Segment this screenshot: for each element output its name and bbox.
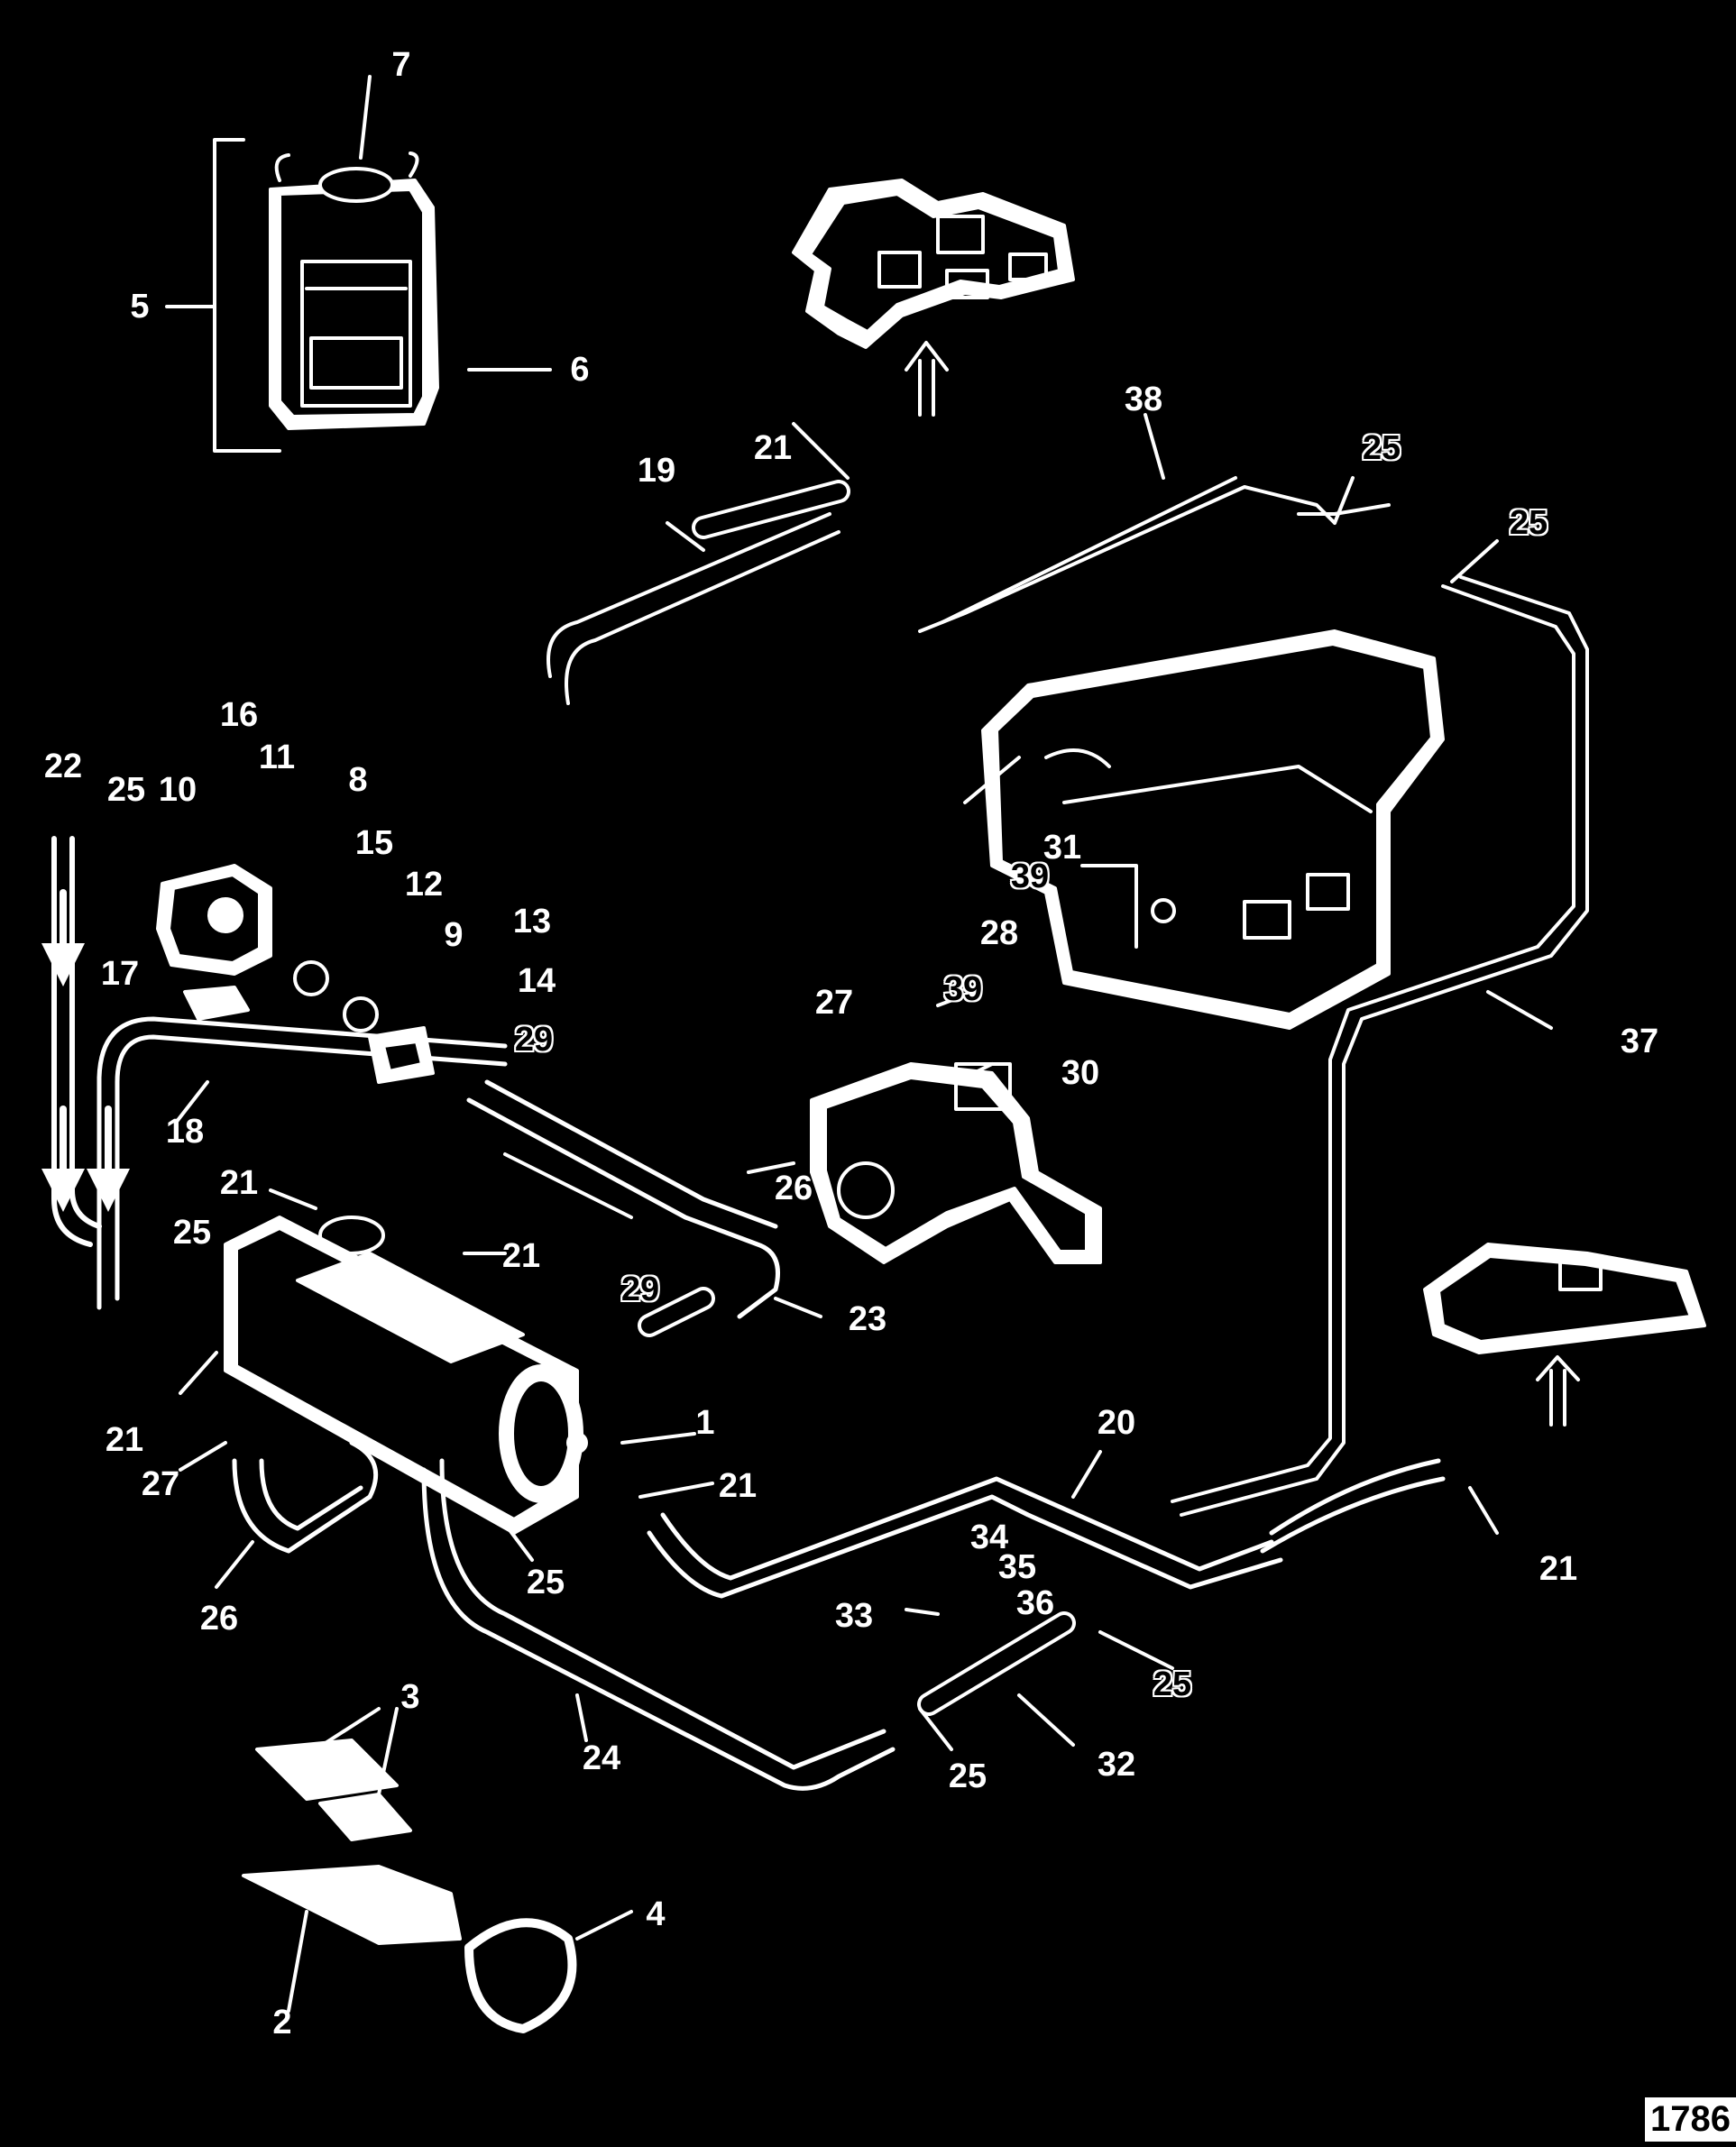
exhaust-manifold-top bbox=[792, 179, 1075, 349]
callout-30: 30 bbox=[1061, 1054, 1100, 1092]
callout-38: 38 bbox=[1124, 381, 1163, 418]
callout-23: 23 bbox=[848, 1300, 887, 1338]
callout-25: 25 bbox=[1362, 429, 1401, 467]
callout-21: 21 bbox=[219, 1164, 259, 1202]
callout-34: 34 bbox=[969, 1518, 1009, 1556]
callout-9: 9 bbox=[444, 916, 464, 954]
callout-28: 28 bbox=[979, 914, 1019, 952]
thermostat-housing bbox=[156, 864, 435, 1084]
callout-3: 3 bbox=[400, 1678, 420, 1716]
callout-29: 29 bbox=[620, 1271, 660, 1308]
callout-11: 11 bbox=[258, 739, 296, 776]
exchanger-mounting-parts bbox=[242, 1707, 633, 2033]
callout-37: 37 bbox=[1620, 1023, 1659, 1060]
callout-22: 22 bbox=[43, 748, 83, 785]
water-pump bbox=[810, 1062, 1102, 1264]
callout-2: 2 bbox=[272, 2004, 292, 2041]
callout-32: 32 bbox=[1097, 1746, 1136, 1784]
callout-21: 21 bbox=[753, 429, 793, 467]
callout-25: 25 bbox=[1153, 1665, 1192, 1703]
figure-number: 1786 bbox=[1645, 2097, 1736, 2142]
callout-12: 12 bbox=[404, 866, 444, 904]
callout-21: 21 bbox=[105, 1421, 144, 1459]
callout-26: 26 bbox=[199, 1600, 239, 1638]
callout-19: 19 bbox=[637, 452, 676, 490]
callout-14: 14 bbox=[517, 962, 556, 1000]
callout-25: 25 bbox=[172, 1214, 212, 1252]
callout-27: 27 bbox=[141, 1465, 180, 1503]
callout-25: 25 bbox=[526, 1564, 565, 1601]
callout-13: 13 bbox=[512, 903, 552, 940]
callout-35: 35 bbox=[997, 1548, 1037, 1586]
callout-33: 33 bbox=[834, 1597, 874, 1635]
callout-1: 1 bbox=[695, 1404, 715, 1442]
callout-5: 5 bbox=[130, 288, 150, 326]
heat-exchanger bbox=[224, 1216, 588, 1535]
exhaust-manifold-right bbox=[1423, 1243, 1706, 1354]
callout-4: 4 bbox=[646, 1895, 666, 1933]
callout-25: 25 bbox=[106, 771, 146, 809]
callout-36: 36 bbox=[1015, 1584, 1055, 1622]
callout-15: 15 bbox=[354, 824, 394, 862]
callout-6: 6 bbox=[570, 351, 590, 389]
callout-24: 24 bbox=[582, 1739, 621, 1777]
callout-16: 16 bbox=[219, 696, 259, 734]
coolant-reservoir bbox=[165, 75, 552, 453]
callout-39: 39 bbox=[1010, 858, 1050, 895]
callout-10: 10 bbox=[158, 771, 197, 809]
callout-26: 26 bbox=[774, 1170, 813, 1207]
callout-27: 27 bbox=[814, 984, 854, 1022]
callout-7: 7 bbox=[391, 46, 411, 84]
callout-8: 8 bbox=[348, 761, 368, 799]
engine-block bbox=[981, 629, 1445, 1030]
callout-39: 39 bbox=[943, 970, 983, 1008]
callout-20: 20 bbox=[1097, 1404, 1136, 1442]
callout-29: 29 bbox=[514, 1021, 554, 1059]
callout-17: 17 bbox=[100, 955, 140, 993]
callout-21: 21 bbox=[1539, 1550, 1578, 1588]
callout-25: 25 bbox=[1509, 504, 1548, 542]
callout-25: 25 bbox=[948, 1757, 987, 1795]
callout-18: 18 bbox=[165, 1113, 205, 1151]
callout-21: 21 bbox=[718, 1467, 758, 1505]
callout-31: 31 bbox=[1043, 829, 1082, 867]
callout-21: 21 bbox=[501, 1237, 541, 1275]
